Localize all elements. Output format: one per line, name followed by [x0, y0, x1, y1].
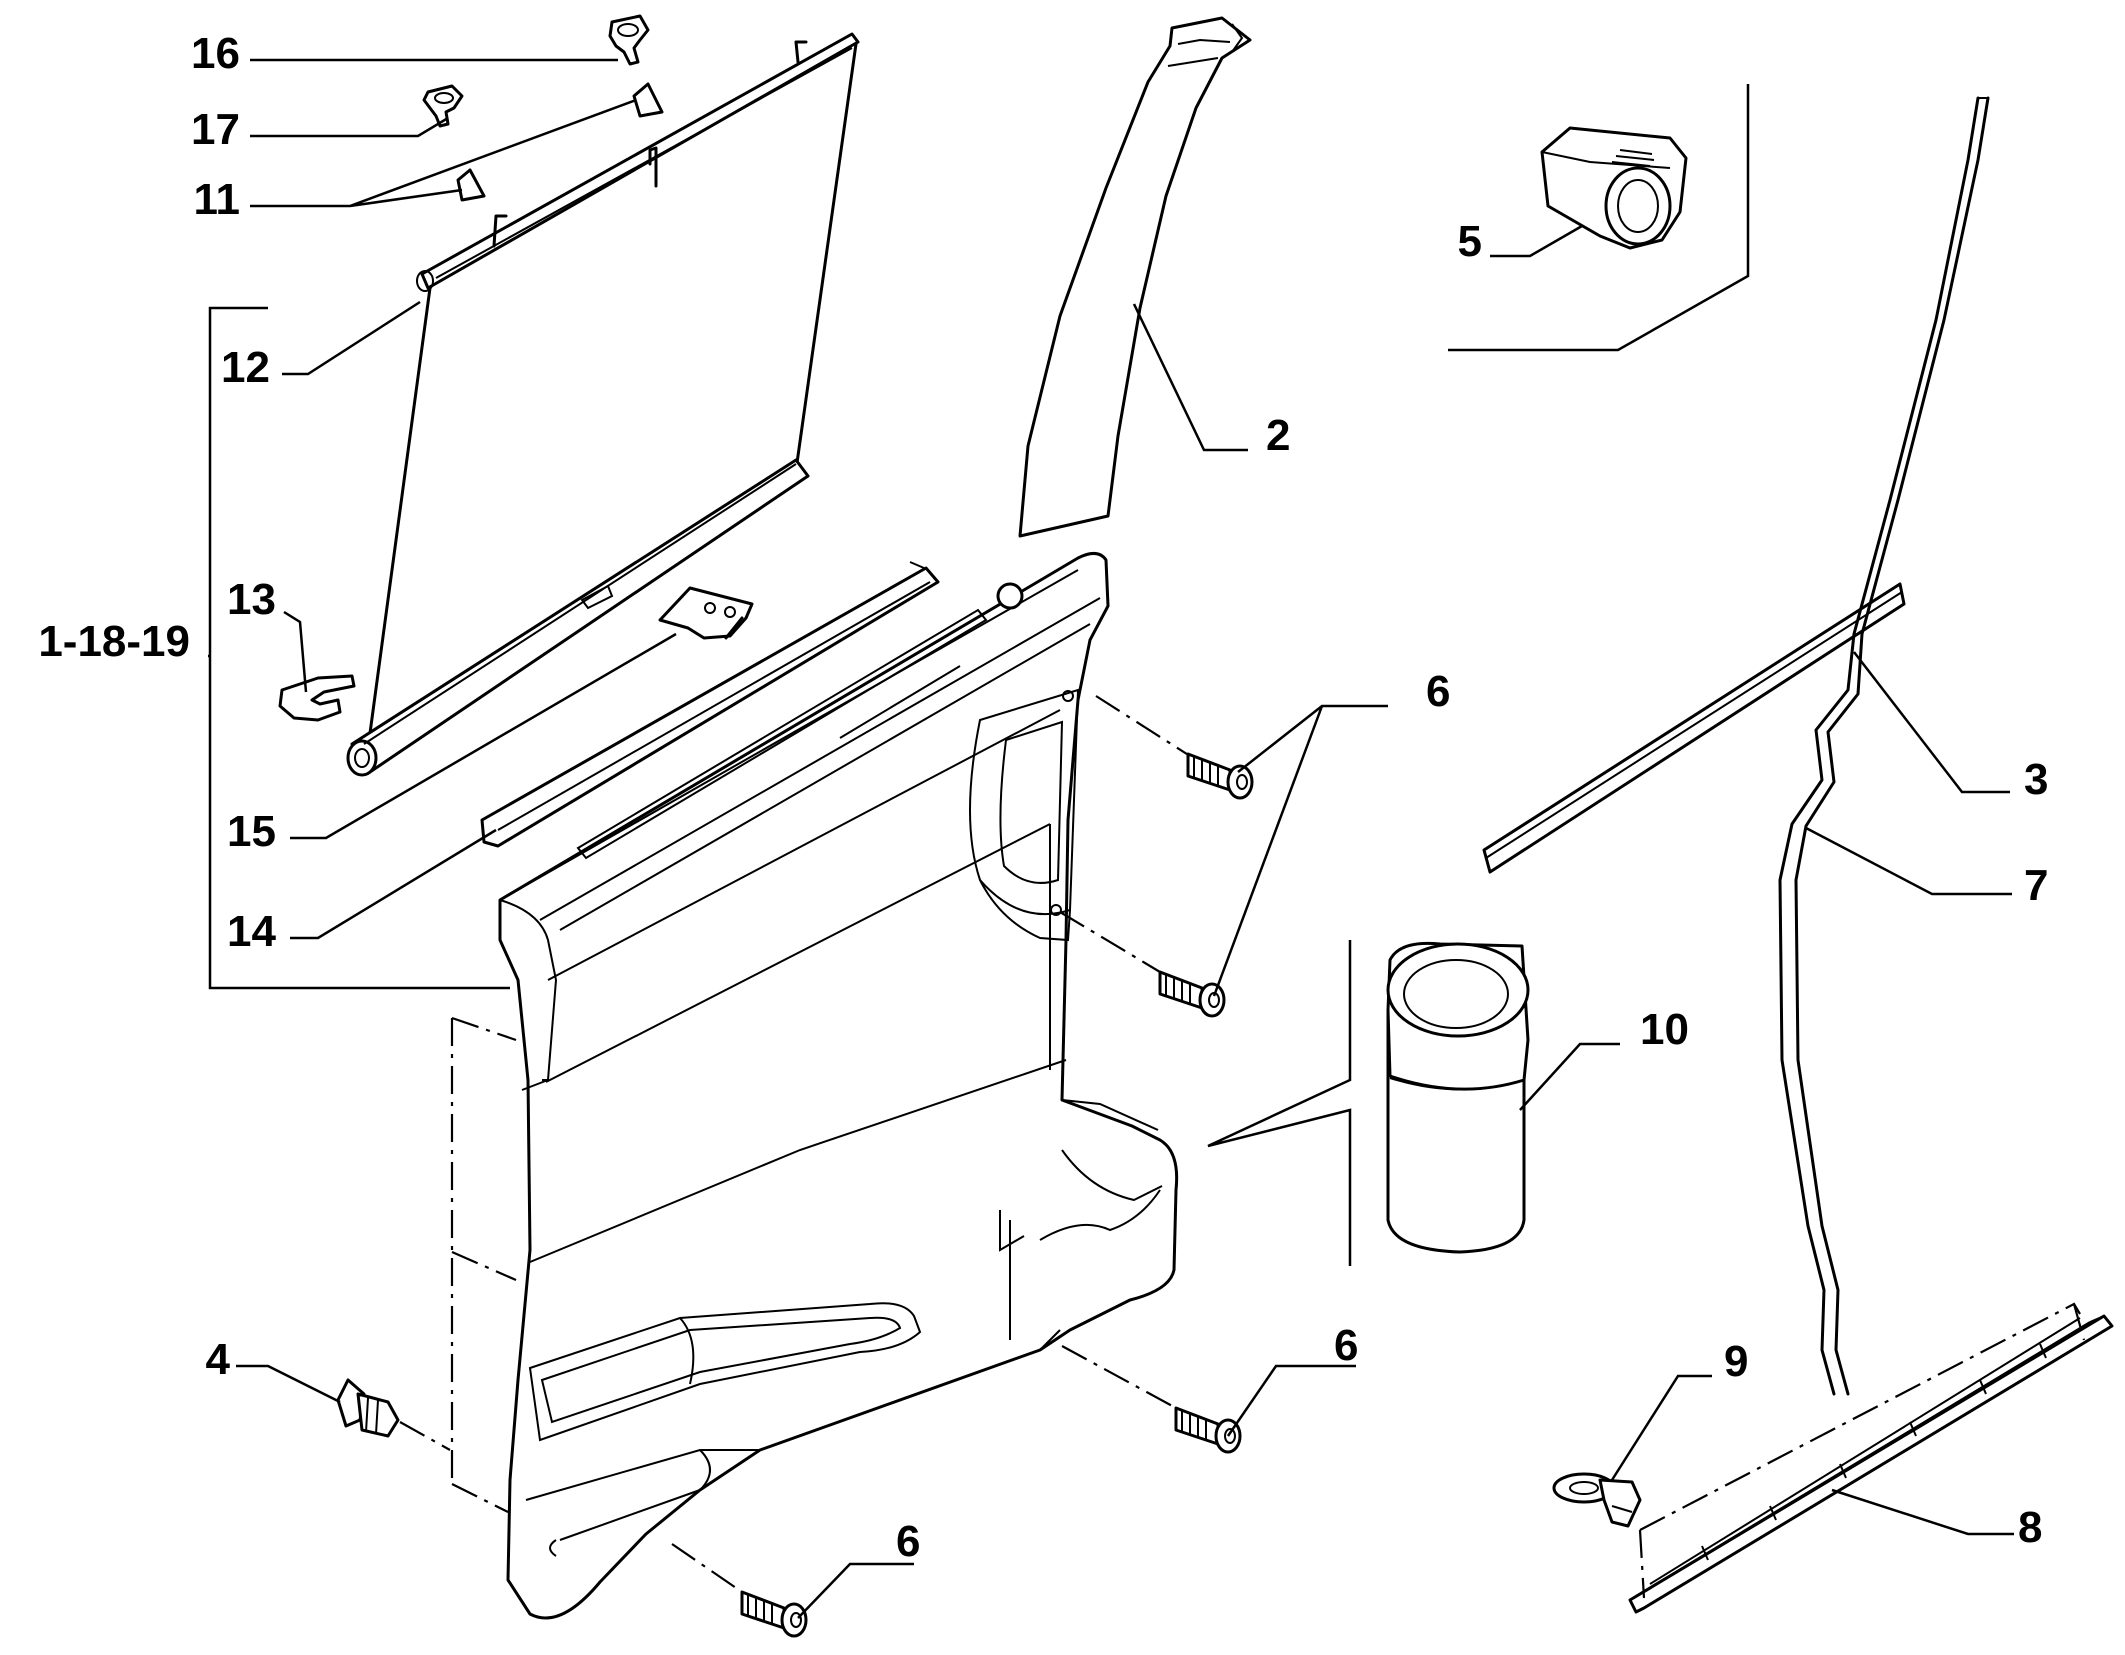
clip-part-11 — [456, 82, 664, 202]
pillar-trim-part-2 — [1018, 16, 1252, 538]
bracket-part-15 — [658, 586, 754, 640]
clip-part-16 — [608, 14, 650, 66]
switch-part-5 — [1540, 126, 1688, 250]
clip-part-17 — [422, 84, 464, 128]
callout-12: 12 — [221, 343, 270, 392]
sun-blind-part-12 — [346, 32, 860, 777]
sill-strip-part-8 — [1628, 1302, 2114, 1614]
callout-14: 14 — [227, 907, 276, 956]
screw-part-6-b — [1158, 970, 1226, 1018]
callout-11: 11 — [193, 175, 240, 224]
strip-part-3 — [1482, 582, 1906, 874]
screw-part-6-c — [1174, 1406, 1242, 1454]
callout-9: 9 — [1724, 1337, 1748, 1386]
callout-17: 17 — [191, 105, 240, 154]
assembly-lines — [399, 695, 1191, 1593]
callout-labels: 16 17 11 12 13 1-18-19 15 14 2 5 3 7 6 1… — [38, 29, 2048, 1566]
callout-6-a: 6 — [1426, 667, 1450, 716]
clip-part-13 — [278, 674, 356, 722]
callout-1-18-19: 1-18-19 — [38, 617, 190, 666]
callout-4: 4 — [206, 1335, 231, 1384]
callout-8: 8 — [2018, 1503, 2042, 1552]
screw-part-6-a — [1186, 752, 1254, 800]
leader-lines — [208, 58, 2014, 1619]
callout-6-b: 6 — [1334, 1321, 1358, 1370]
callout-3: 3 — [2024, 755, 2048, 804]
callout-5: 5 — [1458, 217, 1482, 266]
callout-16: 16 — [191, 29, 240, 78]
callout-15: 15 — [227, 807, 276, 856]
callout-7: 7 — [2024, 861, 2048, 910]
callout-2: 2 — [1266, 411, 1290, 460]
callout-13: 13 — [227, 575, 276, 624]
clip-part-9 — [1552, 1472, 1642, 1528]
cup-holder-part-10 — [1386, 941, 1530, 1254]
screw-part-6-d — [740, 1590, 808, 1638]
seal-part-7 — [1778, 96, 1990, 1396]
door-panel-part-1 — [498, 552, 1179, 1620]
callout-6-c: 6 — [896, 1517, 920, 1566]
callout-10: 10 — [1640, 1005, 1689, 1054]
push-clip-part-4 — [336, 1378, 400, 1438]
